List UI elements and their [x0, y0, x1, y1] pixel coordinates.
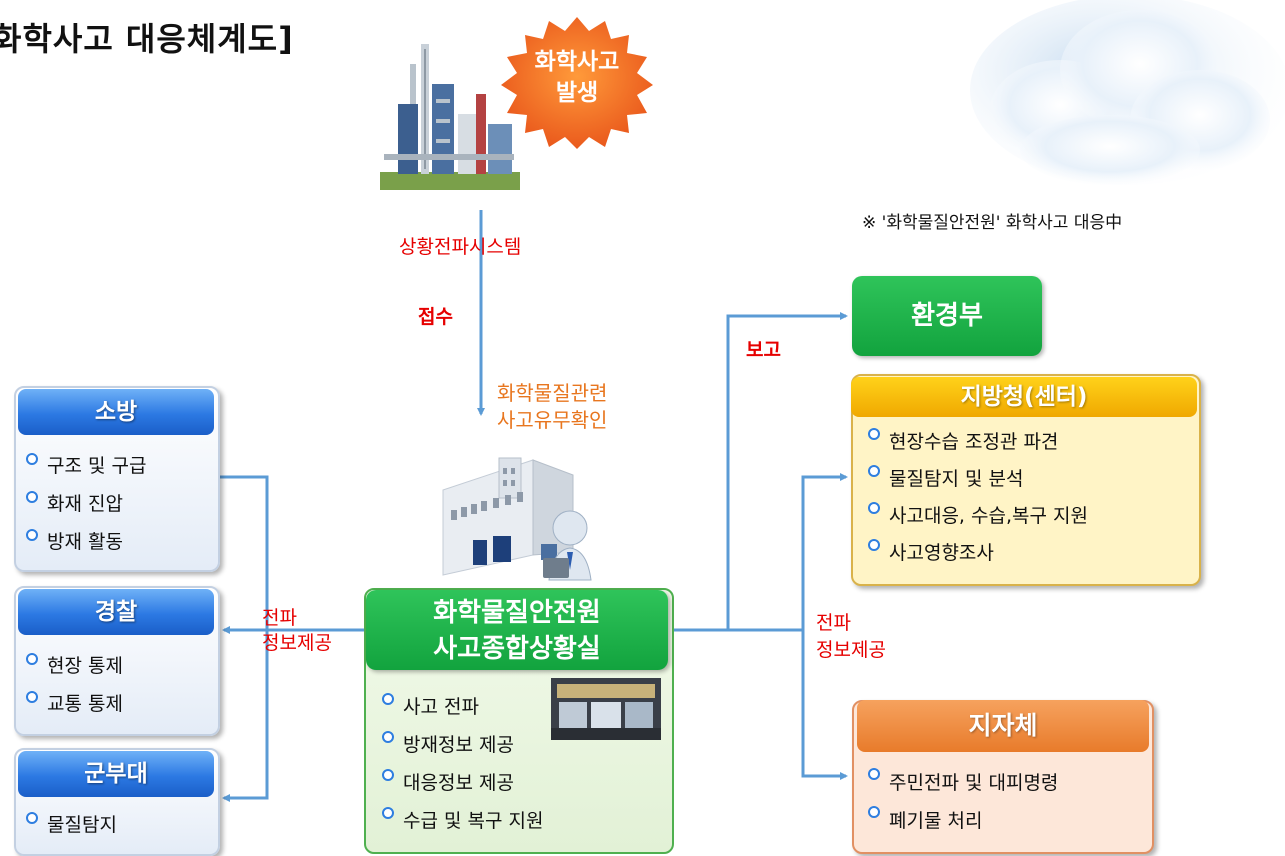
regional-item-list: 현장수습 조정관 파견 물질탐지 및 분석 사고대응, 수습,복구 지원 사고영…	[866, 428, 1088, 576]
center-item: 방재정보 제공	[380, 731, 543, 769]
military-title: 군부대	[18, 751, 214, 797]
incident-line-1: 화학사고	[534, 49, 620, 75]
incident-burst-icon	[501, 17, 653, 149]
note-text: ※ '화학물질안전원' 화학사고 대응中	[862, 213, 1123, 233]
incident-line-2: 발생	[555, 80, 599, 106]
center-title: 화학물질안전원 사고종합상황실	[366, 590, 668, 670]
regional-item: 사고영향조사	[866, 539, 1088, 576]
center-item-list: 사고 전파 방재정보 제공 대응정보 제공 수급 및 복구 지원	[380, 693, 543, 845]
check-label: 화학물질관련 사고유무확인	[497, 380, 607, 434]
fire-item: 화재 진압	[24, 491, 146, 529]
police-item: 현장 통제	[24, 653, 123, 691]
left-dissem-line-2: 정보제공	[262, 632, 332, 654]
military-item-list: 물질탐지	[24, 812, 117, 846]
check-label-line-1: 화학물질관련	[497, 381, 608, 405]
right-dissem-line-1: 전파	[816, 612, 851, 634]
ministry-box: 환경부	[852, 276, 1042, 356]
center-item: 사고 전파	[380, 693, 543, 731]
localgov-item: 폐기물 처리	[866, 806, 1058, 844]
report-label: 보고	[746, 339, 781, 361]
alert-system-label: 상황전파시스템	[399, 236, 522, 258]
fire-item: 구조 및 구급	[24, 453, 146, 491]
center-item: 수급 및 복구 지원	[380, 807, 543, 845]
fire-title: 소방	[18, 389, 214, 435]
regional-item: 현장수습 조정관 파견	[866, 428, 1088, 465]
police-item: 교통 통제	[24, 691, 123, 729]
arrow-to-regional	[670, 473, 848, 632]
right-dissem-line-2: 정보제공	[816, 639, 886, 661]
arrow-to-localgov	[801, 630, 848, 780]
fire-item: 방재 활동	[24, 529, 146, 567]
incident-label: 화학사고 발생	[497, 47, 657, 109]
center-item: 대응정보 제공	[380, 769, 543, 807]
bracket-fire-military	[218, 475, 269, 802]
regional-item: 사고대응, 수습,복구 지원	[866, 502, 1088, 539]
arrow-center-to-ministry	[670, 312, 848, 632]
regional-item: 물질탐지 및 분석	[866, 465, 1088, 502]
page-title: 화학사고 대응체계도]	[0, 20, 294, 58]
localgov-item-list: 주민전파 및 대피명령 폐기물 처리	[866, 768, 1058, 844]
center-title-line-1: 화학물질안전원	[433, 598, 601, 628]
left-dissemination-label: 전파 정보제공	[262, 606, 332, 656]
receipt-label: 접수	[418, 306, 453, 328]
cloud-image	[970, 0, 1285, 185]
fire-item-list: 구조 및 구급 화재 진압 방재 활동	[24, 453, 146, 567]
localgov-item: 주민전파 및 대피명령	[866, 768, 1058, 806]
check-label-line-2: 사고유무확인	[497, 408, 608, 432]
localgov-title: 지자체	[857, 700, 1149, 752]
control-center-building-icon	[442, 457, 592, 581]
police-item-list: 현장 통제 교통 통제	[24, 653, 123, 729]
factory-icon	[380, 44, 520, 190]
control-room-photo	[551, 678, 661, 740]
right-dissemination-label: 전파 정보제공	[816, 610, 886, 664]
left-dissem-line-1: 전파	[262, 607, 297, 629]
police-title: 경찰	[18, 589, 214, 635]
regional-title: 지방청(센터)	[851, 377, 1197, 417]
military-item: 물질탐지	[24, 812, 117, 846]
center-title-line-2: 사고종합상황실	[433, 634, 601, 664]
